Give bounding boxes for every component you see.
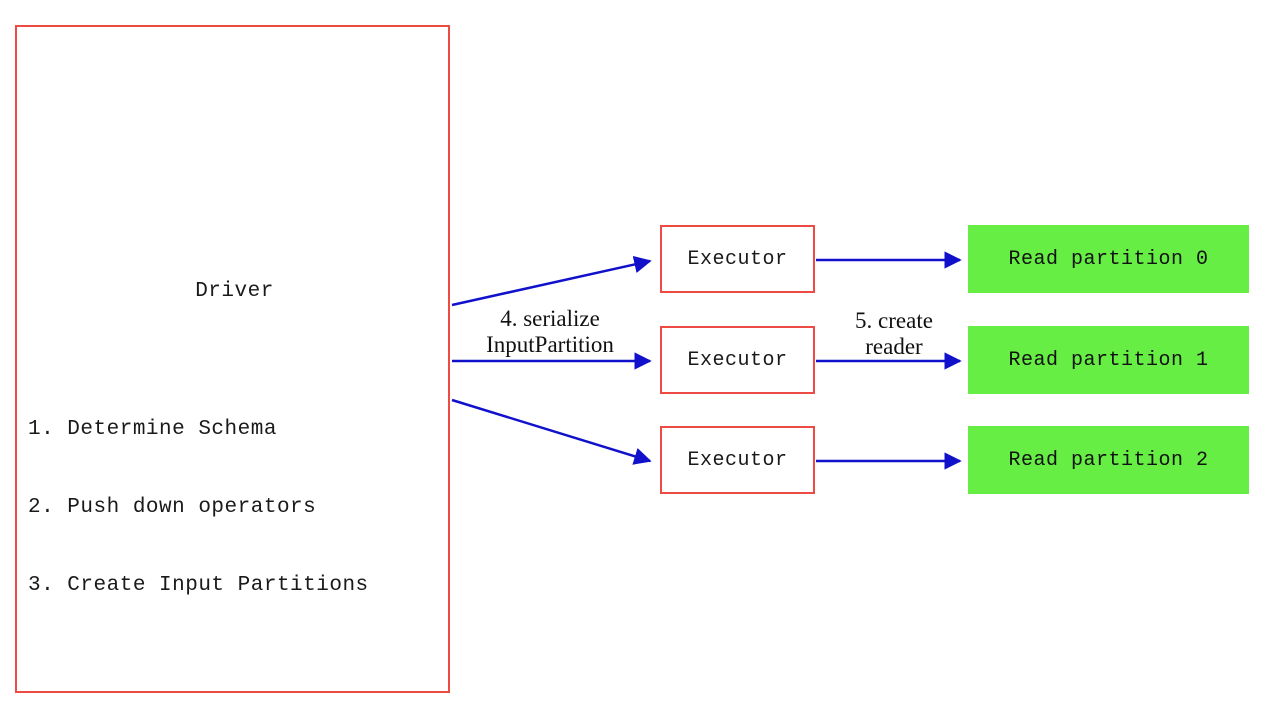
executor-label-0: Executor xyxy=(687,247,788,271)
executor-box-2: Executor xyxy=(660,426,815,494)
edge-label-create-reader: 5. create reader xyxy=(830,308,958,360)
executor-box-0: Executor xyxy=(660,225,815,293)
executor-box-1: Executor xyxy=(660,326,815,394)
executor-label-2: Executor xyxy=(687,448,788,472)
driver-step-1: 1. Determine Schema xyxy=(28,418,277,441)
driver-steps-list: 1. Determine Schema 2. Push down operato… xyxy=(28,365,369,651)
arrow-driver-to-executor-0 xyxy=(451,255,652,307)
read-partition-box-1: Read partition 1 xyxy=(968,326,1249,394)
arrow-driver-to-executor-2 xyxy=(451,398,652,465)
driver-step-2: 2. Push down operators xyxy=(28,496,317,519)
read-partition-box-0: Read partition 0 xyxy=(968,225,1249,293)
edge-label-serialize: 4. serialize InputPartition xyxy=(462,306,638,358)
edge-label-create-reader-line-2: reader xyxy=(865,334,923,359)
read-partition-label-2: Read partition 2 xyxy=(1008,448,1209,472)
edge-label-create-reader-line-1: 5. create xyxy=(855,308,933,333)
read-partition-label-0: Read partition 0 xyxy=(1008,247,1209,271)
read-partition-box-2: Read partition 2 xyxy=(968,426,1249,494)
read-partition-label-1: Read partition 1 xyxy=(1008,348,1209,372)
executor-label-1: Executor xyxy=(687,348,788,372)
edge-label-serialize-line-1: 4. serialize xyxy=(500,306,600,331)
driver-box: Driver 1. Determine Schema 2. Push down … xyxy=(15,25,450,693)
edge-label-serialize-line-2: InputPartition xyxy=(486,332,614,357)
driver-title: Driver xyxy=(195,280,274,303)
driver-step-3: 3. Create Input Partitions xyxy=(28,574,369,597)
